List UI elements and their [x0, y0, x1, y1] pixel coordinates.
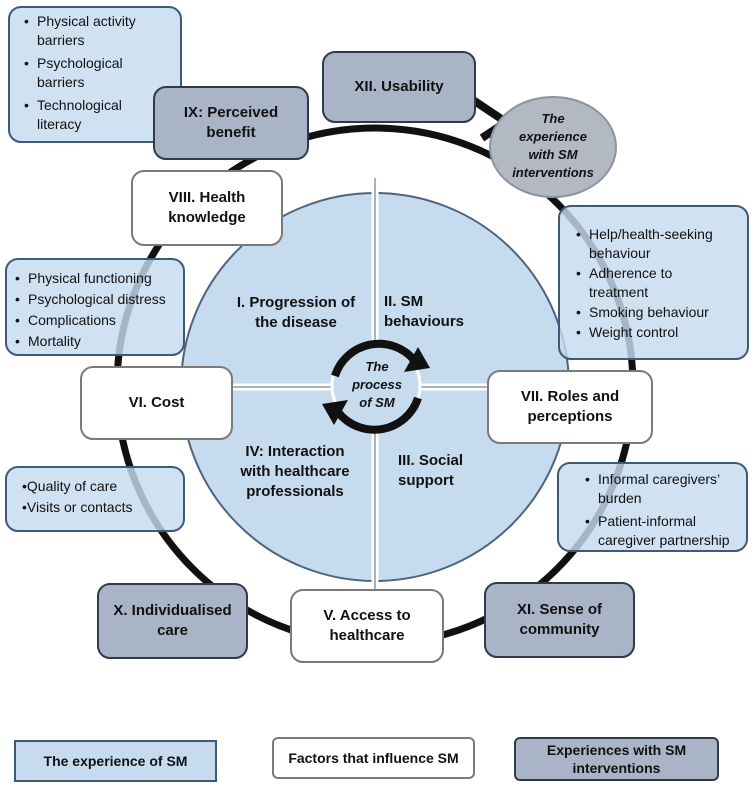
- progression-item: Complications: [15, 311, 177, 330]
- cost-item: •Visits or contacts: [22, 499, 133, 515]
- cost-item: •Quality of care: [22, 478, 118, 494]
- quadrant-label-line: professionals: [246, 483, 344, 500]
- individualised-care-label: care: [157, 622, 188, 639]
- quadrant-interaction: IV: Interaction with healthcare professi…: [220, 442, 370, 502]
- social-list-box: Informal caregivers’ burden Patient-infor…: [557, 462, 748, 552]
- quadrant-label-line: I. Progression of: [236, 294, 356, 311]
- quadrant-label-line: support: [398, 472, 454, 489]
- cost-label: VI. Cost: [128, 394, 185, 411]
- individualised-care-label: X. Individualised: [113, 602, 232, 619]
- behaviours-item-text: Help/health-seeking: [589, 226, 713, 242]
- roles-perceptions-label: VII. Roles and: [520, 388, 620, 405]
- sense-of-community-label: community: [519, 621, 600, 638]
- roles-perceptions-box: VII. Roles and perceptions: [487, 370, 653, 444]
- legend-factors: Factors that influence SM: [272, 737, 475, 779]
- center-label: The process of SM: [332, 358, 422, 412]
- progression-item: Physical functioning: [15, 269, 177, 288]
- cycle-arrow-top: [331, 339, 418, 378]
- center-label-line: The: [365, 359, 389, 374]
- social-item-text: burden: [598, 490, 642, 506]
- sense-of-community-label: XI. Sense of: [516, 601, 603, 618]
- experience-ellipse: [489, 96, 617, 198]
- center-label-line: of SM: [359, 395, 395, 410]
- perceived-benefit-box: IX: Perceived benefit: [153, 86, 309, 160]
- legend-interventions-label: Experiences with SM: [546, 742, 687, 758]
- quadrant-label-line: the disease: [255, 314, 337, 331]
- quadrant-label-line: IV: Interaction: [245, 443, 345, 460]
- cycle-arrowhead-bottom: [322, 400, 348, 425]
- barriers-item-text: barriers: [37, 32, 85, 48]
- cycle-arrowhead-top: [404, 347, 430, 372]
- usability-label: XII. Usability: [354, 78, 444, 95]
- access-to-healthcare-box: V. Access to healthcare: [290, 589, 444, 663]
- behaviours-item: Help/health-seeking behaviour: [576, 225, 739, 263]
- barriers-item-text: barriers: [37, 74, 85, 90]
- legend-interventions-label: interventions: [572, 760, 661, 776]
- barriers-item: Physical activity barriers: [24, 12, 174, 50]
- barriers-item-text: Psychological: [37, 55, 123, 71]
- behaviours-list-box: Help/health-seeking behaviour Adherence t…: [558, 205, 749, 360]
- behaviours-item-text: Adherence to: [589, 265, 673, 281]
- barriers-item: Technological literacy: [24, 96, 174, 134]
- quadrant-label-line: behaviours: [384, 313, 465, 330]
- perceived-benefit-label: benefit: [206, 124, 256, 141]
- legend-interventions: Experiences with SM interventions: [514, 737, 719, 781]
- quadrant-social-support: III. Social support: [398, 451, 488, 491]
- progression-item: Psychological distress: [15, 290, 177, 309]
- health-knowledge-box: VIII. Health knowledge: [131, 170, 283, 246]
- access-to-healthcare-label: healthcare: [329, 627, 405, 644]
- progression-item: Mortality: [15, 332, 177, 351]
- legend-factors-label: Factors that influence SM: [288, 750, 459, 766]
- social-item-text: Informal caregivers’: [598, 471, 721, 487]
- individualised-care-box: X. Individualised care: [97, 583, 248, 659]
- social-item: Informal caregivers’ burden: [585, 470, 740, 508]
- perceived-benefit-label: IX: Perceived: [183, 104, 279, 121]
- center-label-line: process: [352, 377, 402, 392]
- experience-label-line: The: [541, 111, 565, 126]
- barriers-list-box: Physical activity barriers Psychological b…: [8, 6, 182, 143]
- usability-box: XII. Usability: [322, 51, 476, 123]
- barriers-item: Psychological barriers: [24, 54, 174, 92]
- access-to-healthcare-label: V. Access to: [323, 607, 411, 624]
- quadrant-progression: I. Progression of the disease: [226, 293, 366, 333]
- cost-box: VI. Cost: [80, 366, 233, 440]
- quadrant-label-line: III. Social: [398, 452, 464, 469]
- experience-ellipse-label: The experience with SM interventions: [488, 110, 618, 182]
- behaviours-item-text: treatment: [589, 284, 649, 300]
- quadrant-label-line: with healthcare: [240, 463, 350, 480]
- quadrant-sm-behaviours: II. SM behaviours: [384, 292, 464, 332]
- social-item-text: caregiver partnership: [598, 532, 730, 548]
- behaviours-item: Weight control: [576, 323, 739, 342]
- progression-list-box: Physical functioning Psychological distr…: [5, 258, 185, 356]
- barriers-item-text: literacy: [37, 116, 82, 132]
- legend-experience-label: The experience of SM: [43, 753, 188, 769]
- experience-label-line: experience: [519, 129, 587, 144]
- quadrant-label-line: II. SM: [384, 293, 424, 310]
- behaviours-item-text: behaviour: [589, 245, 651, 261]
- health-knowledge-label: knowledge: [168, 209, 246, 226]
- behaviours-item: Adherence to treatment: [576, 264, 739, 302]
- cycle-arrow-bottom: [334, 396, 422, 434]
- behaviours-item: Smoking behaviour: [576, 303, 739, 322]
- health-knowledge-label: VIII. Health: [168, 189, 246, 206]
- legend-experience: The experience of SM: [14, 740, 217, 782]
- experience-label-line: interventions: [512, 165, 594, 180]
- barriers-item-text: Physical activity: [37, 13, 136, 29]
- sense-of-community-box: XI. Sense of community: [484, 582, 635, 658]
- experience-label-line: with SM: [528, 147, 578, 162]
- social-item-text: Patient-informal: [598, 513, 697, 529]
- cost-list-box: •Quality of care •Visits or contacts: [5, 466, 185, 532]
- social-item: Patient-informal caregiver partnership: [585, 512, 740, 550]
- roles-perceptions-label: perceptions: [527, 408, 613, 425]
- barriers-item-text: Technological: [37, 97, 122, 113]
